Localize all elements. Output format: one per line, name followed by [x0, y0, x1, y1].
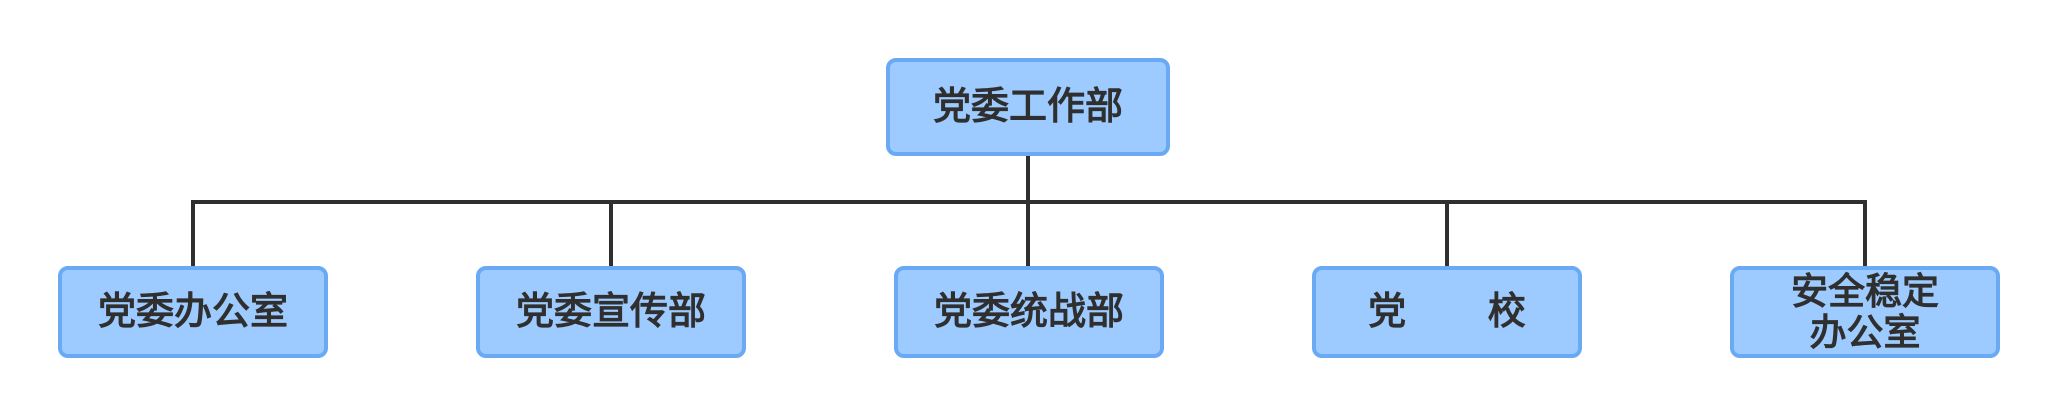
root-node: 党委工作部 [886, 58, 1170, 156]
child-node-5: 安全稳定 办公室 [1730, 266, 2000, 358]
child-node-3: 党委统战部 [894, 266, 1164, 358]
child-node-label-2: 党委宣传部 [515, 289, 706, 334]
child-node-label-1: 党委办公室 [97, 289, 288, 334]
child-node-label-5: 安全稳定 办公室 [1791, 269, 1939, 354]
child-node-label-4: 党 校 [1368, 289, 1561, 334]
root-node-label: 党委工作部 [932, 84, 1123, 129]
child-node-2: 党委宣传部 [476, 266, 746, 358]
child-node-4: 党 校 [1312, 266, 1582, 358]
child-node-label-3: 党委统战部 [933, 289, 1124, 334]
child-node-1: 党委办公室 [58, 266, 328, 358]
